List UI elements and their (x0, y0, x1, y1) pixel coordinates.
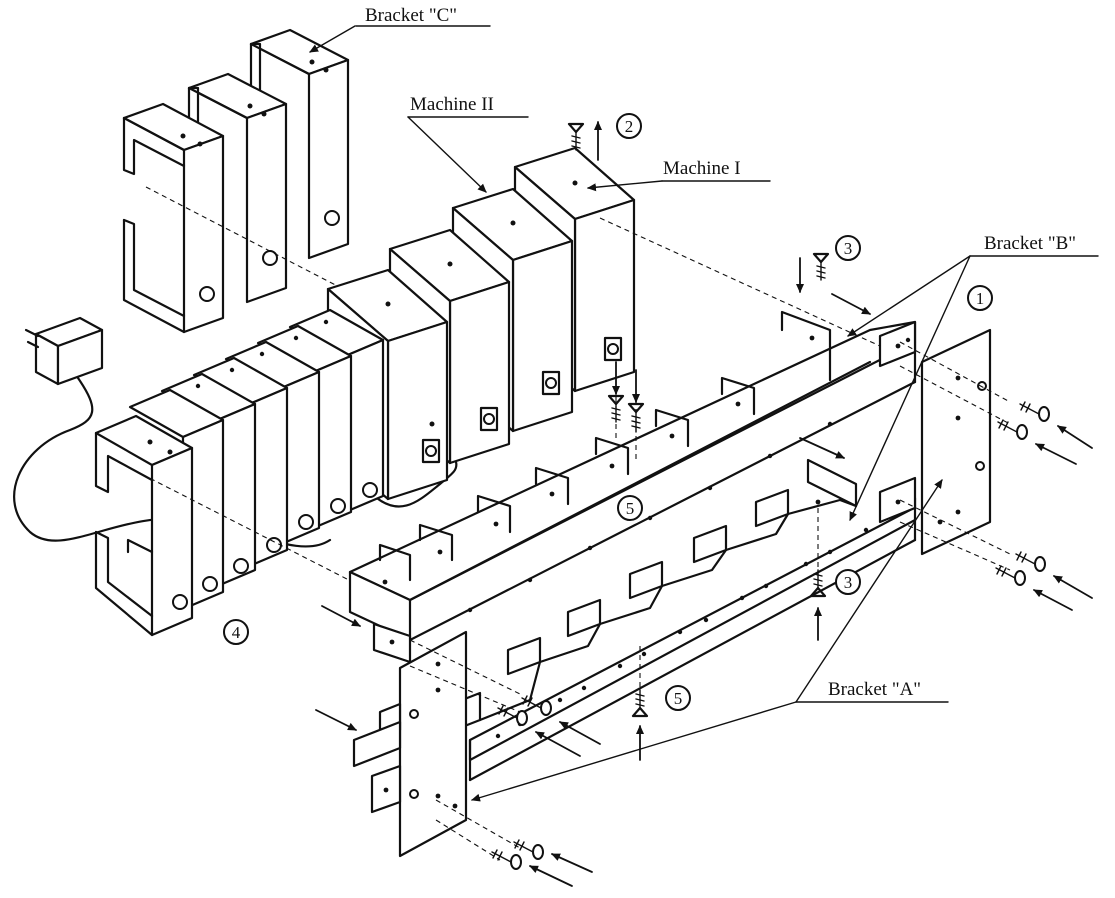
upper-rail (348, 310, 917, 664)
screw-icon (1015, 551, 1046, 572)
screw-icon (607, 394, 625, 423)
screw-icon (567, 122, 585, 151)
step-number: 3 (844, 239, 853, 258)
step-number: 5 (674, 689, 683, 708)
step-number: 2 (625, 117, 634, 136)
screw-icon (631, 689, 649, 718)
screw-icon (513, 839, 544, 860)
bracket-a-label: Bracket "A" (828, 679, 921, 700)
screw-icon (809, 569, 827, 598)
step-marker-1: 1 (967, 285, 993, 311)
step-marker-3a: 3 (835, 235, 861, 261)
label-machine-i: Machine I (587, 158, 771, 192)
side-plate-left (352, 630, 468, 858)
step-number: 4 (232, 623, 241, 642)
direction-arrows (315, 121, 1093, 887)
bracket-c-unit (122, 102, 225, 334)
screw-icon (497, 705, 528, 726)
screw-icon (1019, 401, 1050, 422)
lower-rail (460, 458, 917, 782)
bracket-b-label: Bracket "B" (984, 233, 1076, 254)
step-number: 5 (626, 499, 635, 518)
side-plate-right (920, 328, 992, 556)
machine-ii-label: Machine II (410, 94, 494, 115)
label-bracket-b: Bracket "B" (847, 233, 1099, 521)
step-number: 3 (844, 573, 853, 592)
step-marker-3b: 3 (835, 569, 861, 595)
screw-icon (997, 419, 1028, 440)
label-machine-ii: Machine II (407, 94, 529, 193)
step-marker-5a: 5 (617, 495, 643, 521)
bracket-c-label: Bracket "C" (365, 5, 457, 26)
screw-icon (812, 252, 830, 281)
step-marker-2: 2 (616, 113, 642, 139)
screw-icon (491, 849, 522, 870)
power-adapter (13, 316, 458, 548)
bracket-c-stack (94, 308, 385, 637)
bracket-c-group (122, 28, 350, 334)
machine-i-label: Machine I (663, 158, 741, 179)
step-marker-5b: 5 (665, 685, 691, 711)
screw-icon (995, 565, 1026, 586)
screw-icon (521, 695, 552, 716)
step-marker-4: 4 (223, 619, 249, 645)
step-number: 1 (976, 289, 985, 308)
screw-icon (627, 402, 645, 433)
label-bracket-c: Bracket "C" (309, 5, 491, 53)
label-bracket-a: Bracket "A" (471, 479, 949, 802)
